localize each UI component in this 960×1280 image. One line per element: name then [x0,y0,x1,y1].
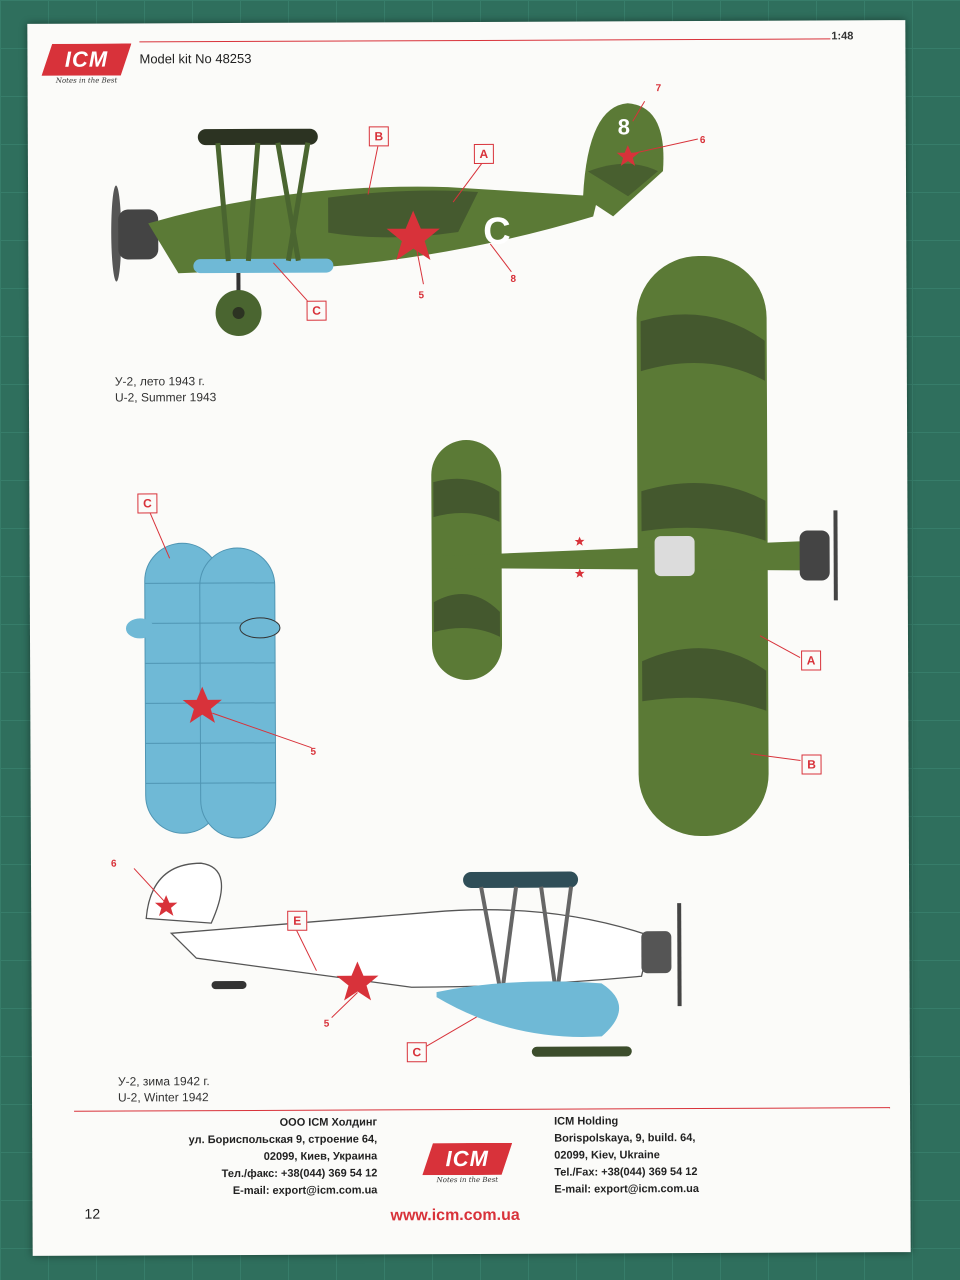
callout-b-summer: B [368,126,389,147]
address-en-line: ICM Holding [554,1115,619,1128]
address-ru-line: Тел./факс: +38(044) 369 54 12 [221,1167,378,1181]
address-ru-line: E-mail: export@icm.com.ua [232,1184,378,1198]
callout-c-winter: C [406,1042,427,1063]
callout-c-underside: C [137,493,158,514]
callout-5-summer: 5 [418,290,425,302]
address-en-line: E-mail: export@icm.com.ua [554,1183,700,1196]
website-link[interactable]: www.icm.com.ua [390,1206,520,1225]
callout-8-summer: 8 [510,273,517,285]
address-ru-line: 02099, Киев, Украина [263,1150,378,1163]
address-ru-line: ул. Бориспольская 9, строение 64, [188,1133,378,1147]
footer-logo-badge: ICM [422,1143,512,1175]
address-en-line: 02099, Kiev, Ukraine [554,1149,660,1162]
callout-a-top: A [801,650,822,671]
callout-6-summer: 6 [699,134,706,146]
summer-caption-ru: У-2, лето 1943 г. [114,374,205,389]
address-ru-line: ООО ICM Холдинг [279,1116,378,1129]
profiles-artwork: C 8 [111,100,838,1057]
callout-6-winter: 6 [110,858,117,870]
callout-b-top: B [801,754,822,775]
footer-logo-tagline: Notes in the Best [436,1175,499,1185]
summer-top-view [431,255,838,836]
callout-leaders [133,100,801,1048]
winter-caption-en: U-2, Winter 1942 [117,1090,209,1105]
summer-side-profile: C 8 [111,103,664,337]
underside-view [125,542,281,839]
tail-number: 8 [618,114,630,139]
fuselage-letter: C [483,211,511,253]
callout-e-winter: E [287,910,308,931]
winter-caption-ru: У-2, зима 1942 г. [117,1074,210,1089]
winter-caption: У-2, зима 1942 г. U-2, Winter 1942 [118,1073,210,1105]
callout-a-summer: A [473,143,494,164]
page-number: 12 [84,1205,101,1222]
address-en: ICM Holding Borispolskaya, 9, build. 64,… [554,1113,784,1199]
callout-5-winter: 5 [323,1018,330,1030]
footer-icm-logo: ICM Notes in the Best [422,1143,512,1189]
address-ru: ООО ICM Холдинг ул. Бориспольская 9, стр… [162,1114,378,1200]
callout-c-summer: C [306,300,327,321]
address-en-line: Tel./Fax: +38(044) 369 54 12 [554,1166,698,1179]
callout-7-summer: 7 [655,83,662,95]
summer-caption: У-2, лето 1943 г. U-2, Summer 1943 [115,373,217,405]
summer-caption-en: U-2, Summer 1943 [114,390,217,405]
instruction-sheet: ICM Notes in the Best Model kit No 48253… [27,20,911,1256]
callout-5-underside: 5 [310,746,317,758]
winter-side-profile [145,862,682,1057]
address-en-line: Borispolskaya, 9, build. 64, [554,1132,696,1145]
